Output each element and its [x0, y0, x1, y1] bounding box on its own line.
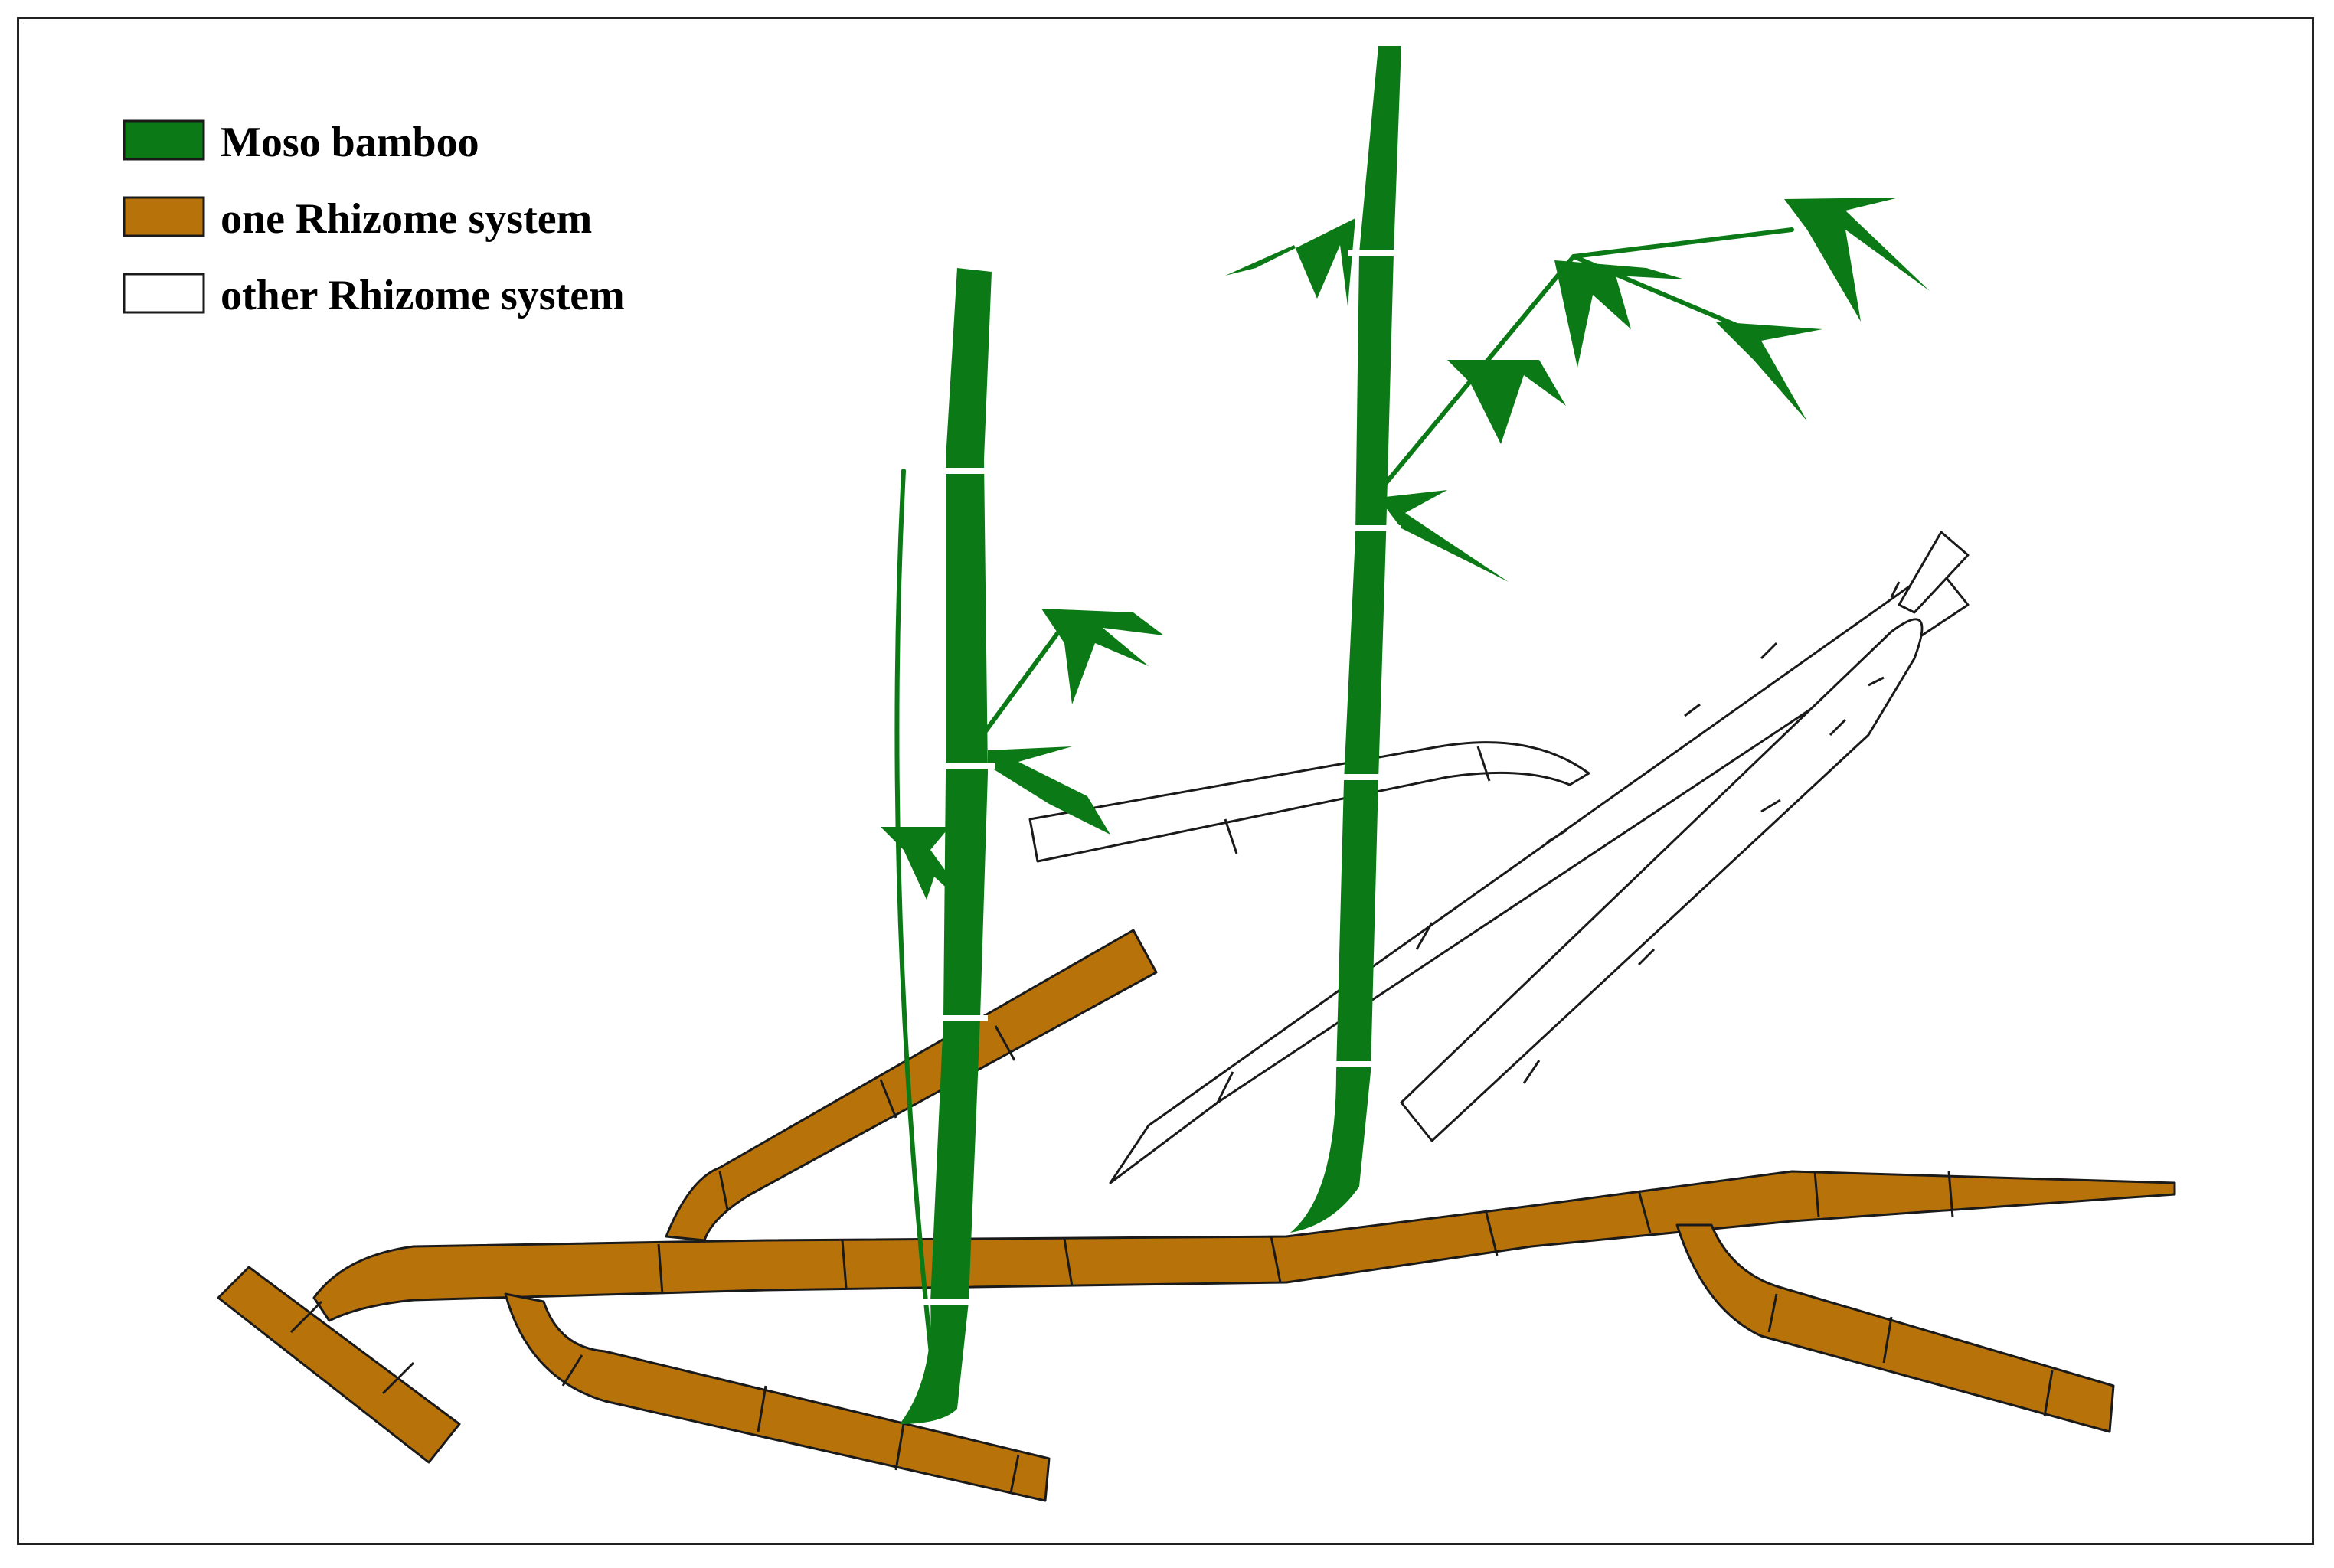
rhizome-main	[312, 1170, 2176, 1322]
culm-left	[900, 268, 992, 1424]
legend: Moso bamboo one Rhizome system other Rhi…	[123, 119, 625, 319]
other-rhizome-upper	[1028, 741, 1590, 863]
legend-swatch-moso	[123, 119, 205, 161]
culm-nodes	[919, 250, 1405, 1305]
rhizome-right-branch	[1675, 1223, 2115, 1433]
moso-bamboo-left	[881, 268, 1164, 1424]
other-rhizome-system	[1028, 531, 1970, 1184]
legend-swatch-other	[123, 273, 205, 314]
other-rhizome-diagonal-right	[1400, 618, 1924, 1142]
legend-label-other: other Rhizome system	[221, 272, 625, 319]
rhizome-lower-left	[504, 1292, 1051, 1502]
other-rhizome-diagonal-left	[1109, 565, 1970, 1184]
other-rhizome-top-right	[1898, 531, 1970, 614]
culm-right	[1290, 46, 1401, 1233]
legend-swatch-rhizome	[123, 196, 205, 237]
moso-bamboo-right	[1225, 46, 1930, 1233]
legend-label-rhizome: one Rhizome system	[221, 195, 592, 243]
one-rhizome-system	[217, 929, 2176, 1502]
legend-label-moso: Moso bamboo	[221, 119, 479, 166]
rhizome-left-stub	[217, 1266, 461, 1464]
rhizome-upper-diagonal	[665, 929, 1158, 1242]
